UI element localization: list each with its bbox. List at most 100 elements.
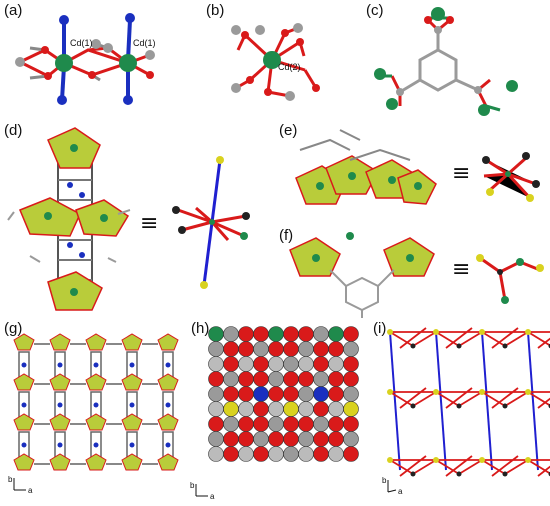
polyhedron-node [13, 413, 35, 431]
polyhedron-node [13, 453, 35, 471]
atom-sphere [223, 326, 239, 342]
atom-sphere [343, 326, 359, 342]
equivalence-symbol-d: ≡ [140, 211, 158, 236]
pillar-linker [18, 351, 30, 379]
net-node [525, 389, 531, 395]
atom-sphere [313, 386, 329, 402]
atom-sphere [268, 371, 284, 387]
atom-sphere [253, 401, 269, 417]
atom-sphere [223, 431, 239, 447]
atom-sphere [328, 416, 344, 432]
atom-sphere [283, 371, 299, 387]
net-node [502, 343, 508, 349]
polyhedron-node [157, 453, 179, 471]
atom-sphere [298, 386, 314, 402]
atom-sphere [253, 431, 269, 447]
net-node [410, 343, 416, 349]
nitrogen-atom [93, 362, 99, 368]
panel-label-a: (a) [4, 2, 23, 19]
polyhedron-node [85, 453, 107, 471]
polyhedron-node [85, 333, 107, 351]
panel-label-i: (i) [373, 320, 387, 337]
net-node [433, 457, 439, 463]
atom-sphere [208, 431, 224, 447]
atom-sphere [343, 431, 359, 447]
atom-sphere [268, 446, 284, 462]
pillar-link [389, 331, 401, 471]
atom-sphere [298, 401, 314, 417]
net-edge [435, 327, 483, 349]
net-edge [389, 327, 437, 349]
polyhedron-node [157, 413, 179, 431]
atom-sphere [208, 371, 224, 387]
atom-sphere [238, 401, 254, 417]
net-edge [435, 387, 483, 409]
nitrogen-atom [93, 442, 99, 448]
nitrogen-atom [57, 442, 63, 448]
atom-sphere [268, 386, 284, 402]
pillar-linker [90, 391, 102, 419]
atom-sphere [208, 416, 224, 432]
cd1-dimer [15, 13, 155, 105]
net-node [433, 389, 439, 395]
atom-sphere [223, 401, 239, 417]
net-node [479, 389, 485, 395]
atom-sphere [208, 356, 224, 372]
atom-sphere [223, 416, 239, 432]
atom-sphere [208, 401, 224, 417]
atom-sphere [268, 356, 284, 372]
polyhedron-node [13, 373, 35, 391]
pillar-linker [18, 391, 30, 419]
atom-sphere [253, 416, 269, 432]
atom-sphere [253, 326, 269, 342]
atom-sphere [238, 371, 254, 387]
atom-sphere [283, 386, 299, 402]
atom-sphere [343, 371, 359, 387]
polyhedron-node [121, 373, 143, 391]
nitrogen-atom [165, 442, 171, 448]
net-node [410, 471, 416, 477]
pillar-linker [162, 391, 174, 419]
atom-sphere [253, 371, 269, 387]
polyhedron-node [121, 453, 143, 471]
polyhedron-node [157, 333, 179, 351]
nitrogen-atom [21, 362, 27, 368]
net-node [479, 329, 485, 335]
atom-sphere [343, 386, 359, 402]
net-edge [527, 391, 550, 409]
polyhedron-node [85, 413, 107, 431]
panel-label-f: (f) [279, 227, 294, 244]
net-edge [481, 455, 529, 477]
atom-sphere [313, 341, 329, 357]
atom-sphere [298, 416, 314, 432]
pillar-linker [54, 391, 66, 419]
atom-sphere [298, 446, 314, 462]
atom-sphere [283, 446, 299, 462]
axis-indicator-g: b a [8, 475, 33, 495]
atom-sphere [223, 341, 239, 357]
atom-sphere [328, 401, 344, 417]
net-node [502, 471, 508, 477]
atom-sphere [268, 401, 284, 417]
equivalence-symbol-e: ≡ [452, 161, 470, 186]
atom-sphere [223, 386, 239, 402]
atom-sphere [208, 341, 224, 357]
panel-label-d: (d) [4, 122, 23, 139]
pillar-linker [126, 351, 138, 379]
pillar-linker [90, 351, 102, 379]
atom-sphere [208, 326, 224, 342]
nitrogen-atom [57, 402, 63, 408]
atom-sphere [238, 416, 254, 432]
atom-sphere [283, 401, 299, 417]
panel-label-g: (g) [4, 320, 23, 337]
atom-sphere [328, 371, 344, 387]
polyhedron-node [49, 453, 71, 471]
polyhedron-node [49, 333, 71, 351]
net-node [525, 457, 531, 463]
atom-sphere [223, 446, 239, 462]
atom-label-cd2: Cd(2) [278, 62, 301, 72]
